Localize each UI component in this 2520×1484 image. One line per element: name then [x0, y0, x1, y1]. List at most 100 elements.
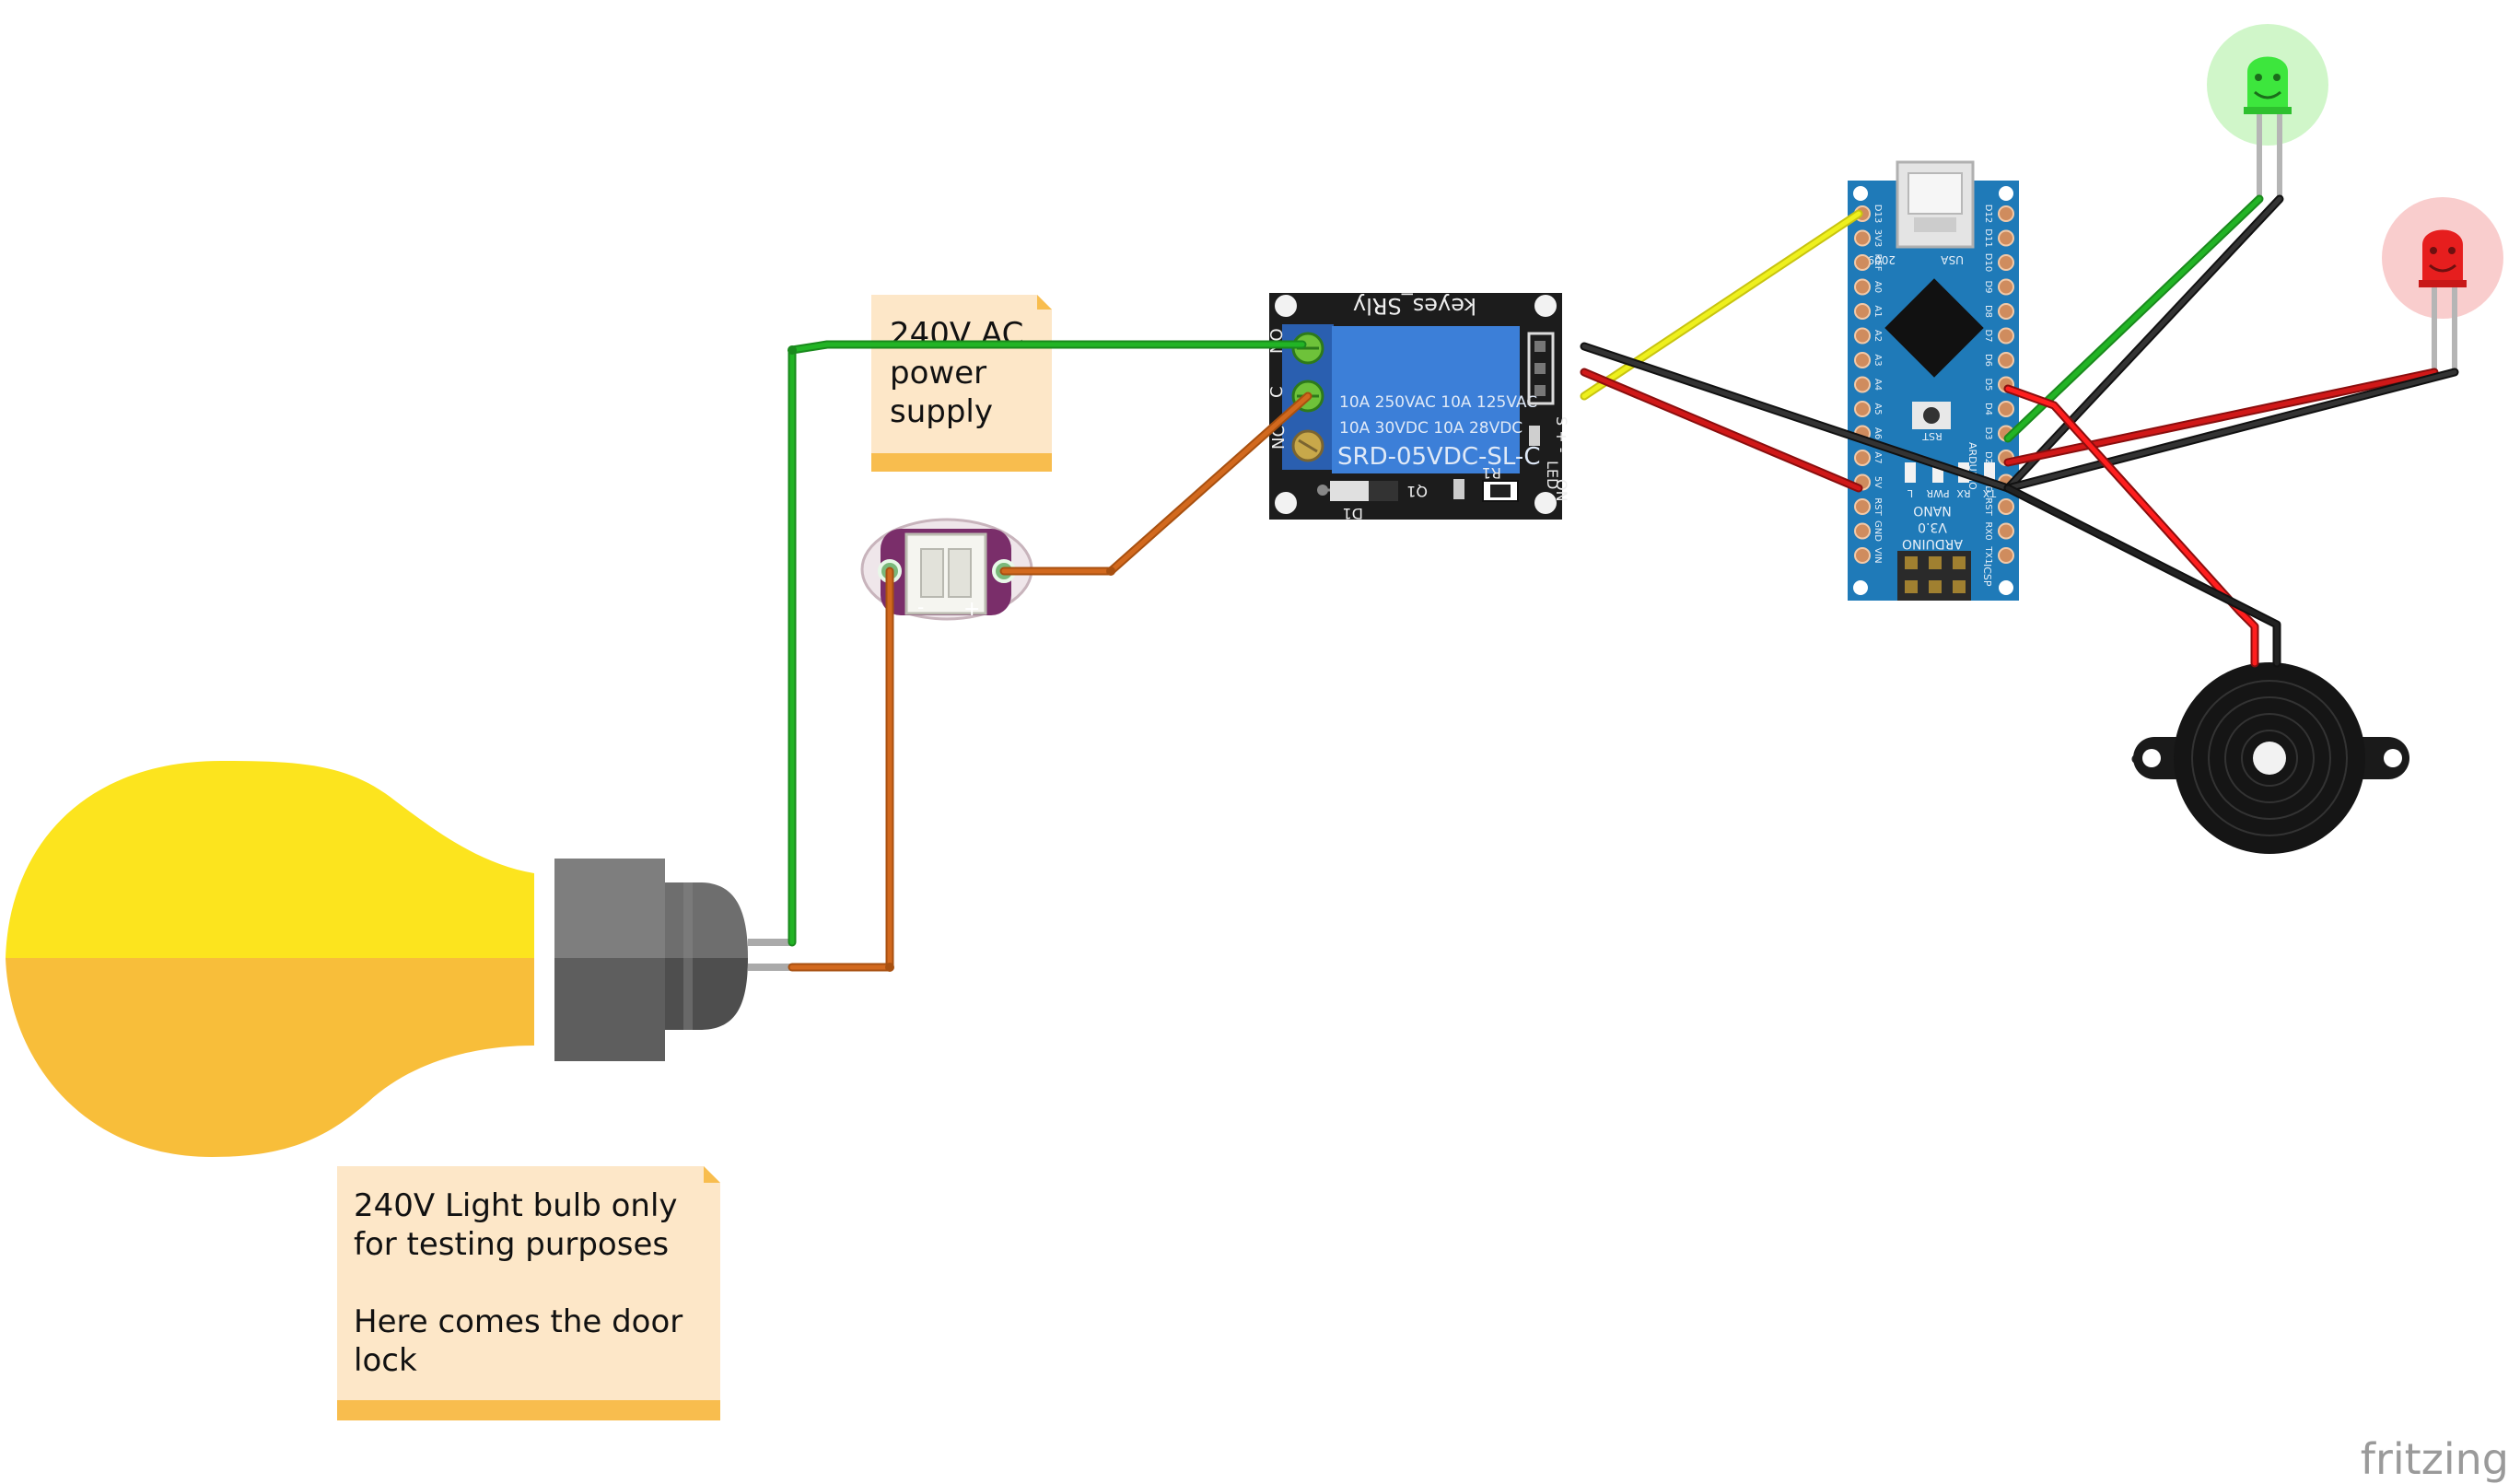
- board-subname: NANO: [1913, 503, 1952, 518]
- pin-3v3[interactable]: [1854, 229, 1871, 247]
- pin-label: A7: [1872, 451, 1883, 463]
- pin-rst[interactable]: [1998, 498, 2014, 515]
- note-line-2: for testing purposes: [354, 1226, 669, 1263]
- pin-label: D5: [1983, 378, 1993, 391]
- pin-label: 5V: [1872, 476, 1883, 488]
- led-l-label: L: [1907, 487, 1913, 499]
- pin-a5[interactable]: [1854, 401, 1871, 417]
- plus-label: +: [963, 598, 980, 621]
- pin-label: A0: [1872, 281, 1883, 293]
- pin-label: A6: [1872, 427, 1883, 439]
- pin-label: A2: [1872, 330, 1883, 342]
- pin-label: RX0: [1983, 521, 1993, 540]
- bulb-socket-band: [683, 882, 693, 1030]
- pin-vin[interactable]: [1854, 547, 1871, 564]
- bulb-lead-2: [748, 964, 792, 971]
- pin-rst[interactable]: [1854, 498, 1871, 515]
- relay-model: SRD-05VDC-SL-C: [1337, 443, 1540, 471]
- pin-label: D11: [1983, 228, 1993, 247]
- pin-a3[interactable]: [1854, 352, 1871, 368]
- relay-module[interactable]: keyes_SRly NO C NC 10A 250VAC 10A 125VAC…: [1267, 293, 1570, 522]
- pin-d9[interactable]: [1998, 278, 2014, 296]
- relay-side-label: S + -: [1553, 416, 1570, 453]
- pin-label: D2: [1983, 451, 1993, 464]
- pin-rx0[interactable]: [1998, 522, 2014, 540]
- wires: [788, 194, 2459, 972]
- green-led[interactable]: [2207, 24, 2328, 199]
- relay-rating-1: 10A 250VAC 10A 125VAC: [1339, 393, 1537, 412]
- resistor-label: R1: [1482, 464, 1501, 482]
- pin-d10[interactable]: [1998, 254, 2014, 271]
- red-led[interactable]: [2382, 197, 2503, 372]
- light-bulb: [6, 761, 792, 1157]
- pin-label: A4: [1872, 379, 1883, 391]
- pin-label: 3V3: [1872, 229, 1883, 248]
- pin-d12[interactable]: [1998, 205, 2014, 222]
- pin-label: TX1: [1983, 545, 1993, 564]
- pin-a4[interactable]: [1854, 376, 1871, 393]
- pin-d4[interactable]: [1998, 401, 2014, 417]
- pin-label: D8: [1983, 305, 1993, 318]
- icsp-label: ICSP: [1981, 564, 1993, 587]
- bulb-socket-upper: [554, 859, 665, 958]
- pin-label: A1: [1872, 305, 1883, 317]
- pin-label: RST: [1983, 497, 1993, 516]
- pin-d7[interactable]: [1998, 327, 2014, 345]
- board-version: V3.0: [1918, 520, 1947, 534]
- relay-led-label: LED: [1544, 461, 1561, 489]
- arduino-nano[interactable]: RST 2009 USA ARDUINO L PWR RX TX V3.0 NA…: [1848, 160, 2019, 601]
- pin-a2[interactable]: [1854, 327, 1871, 345]
- pin-d6[interactable]: [1998, 352, 2014, 368]
- note-line-3: supply: [890, 393, 993, 430]
- note-line-4: Here comes the door: [354, 1303, 682, 1340]
- pin-a0[interactable]: [1854, 278, 1871, 296]
- pin-d8[interactable]: [1998, 303, 2014, 320]
- transistor-label: Q1: [1406, 483, 1428, 500]
- pin-label: D10: [1983, 253, 1993, 272]
- board-name: ARDUINO: [1902, 536, 1963, 551]
- pin-a1[interactable]: [1854, 303, 1871, 320]
- wire-orange-jst-bulb[interactable]: [788, 567, 894, 972]
- led-pwr-label: PWR: [1926, 487, 1950, 499]
- piezo-buzzer[interactable]: [2131, 662, 2410, 854]
- pin-gnd[interactable]: [1854, 522, 1871, 540]
- relay-edge-label: ON: [1553, 479, 1570, 502]
- bulb-glass-top: [6, 761, 534, 958]
- bulb-socket-lower: [554, 958, 665, 1061]
- pin-a7[interactable]: [1854, 450, 1871, 466]
- pin-d11[interactable]: [1998, 229, 2014, 247]
- relay-brand: keyes_SRly: [1353, 293, 1476, 319]
- pin-label: REF: [1872, 253, 1883, 271]
- pin-tx1[interactable]: [1998, 547, 2014, 564]
- pin-label: D9: [1983, 280, 1993, 293]
- bulb-glass-bottom: [6, 958, 534, 1157]
- note-line-5: lock: [354, 1342, 417, 1379]
- board-country: USA: [1940, 253, 1964, 266]
- terminal-c-label: C: [1267, 386, 1287, 398]
- led-rx-label: RX: [1956, 487, 1971, 499]
- bulb-lead-1: [748, 939, 792, 946]
- led-tx-label: TX: [1982, 487, 1997, 499]
- pin-label: D7: [1983, 329, 1993, 342]
- note-line-1: 240V Light bulb only: [354, 1187, 678, 1224]
- rst-button-label: RST: [1922, 430, 1942, 442]
- wire-black-buzzer[interactable]: [2003, 484, 2281, 668]
- pin-ref[interactable]: [1854, 254, 1871, 271]
- note-light-bulb[interactable]: 240V Light bulb only for testing purpose…: [337, 1166, 720, 1420]
- note-power-supply[interactable]: 240V AC power supply: [871, 295, 1052, 472]
- pin-label: D6: [1983, 354, 1993, 367]
- minus-label: -: [917, 596, 924, 618]
- pin-label: D4: [1983, 403, 1993, 415]
- note-line-2: power: [890, 355, 986, 391]
- pin-label: RST: [1872, 497, 1883, 516]
- diode-label: D1: [1343, 505, 1364, 522]
- pin-label: D3: [1983, 427, 1993, 439]
- board-year: 2009: [1867, 253, 1896, 266]
- icsp-header: ICSP: [1897, 551, 1993, 601]
- pin-label: D12: [1983, 204, 1993, 223]
- pin-label: D13: [1872, 204, 1883, 223]
- pin-label: VIN: [1872, 547, 1883, 563]
